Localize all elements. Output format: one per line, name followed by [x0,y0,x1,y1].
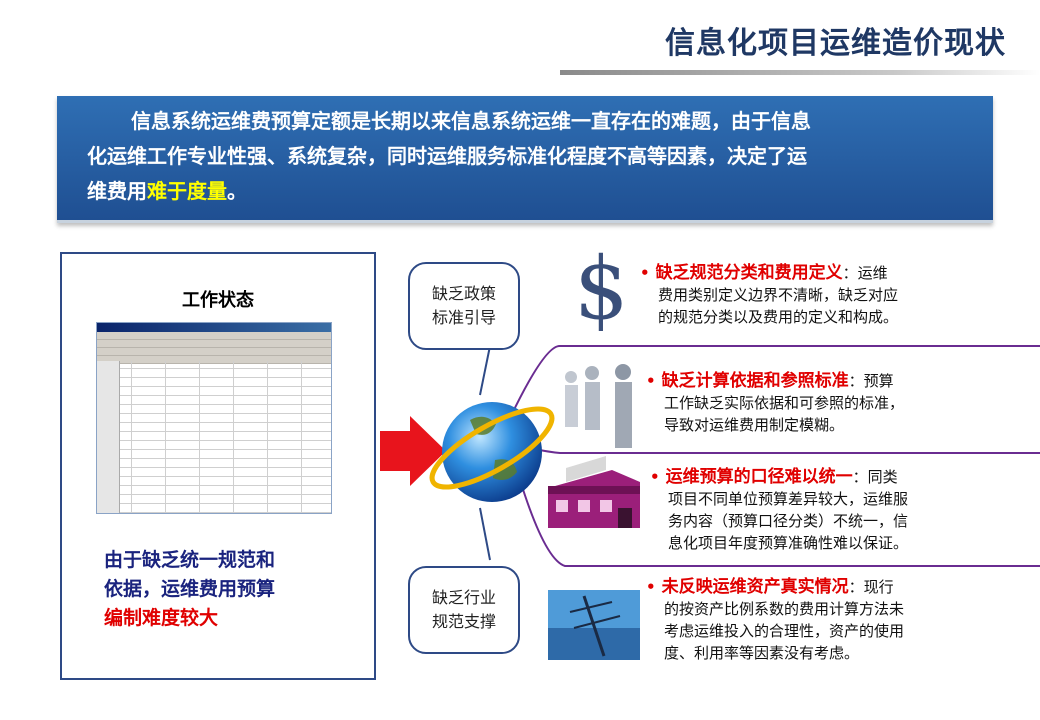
issue-2-line-2: 工作缺乏实际依据和可参照的标准， [664,394,905,412]
bullet: • [646,372,656,390]
spreadsheet-formatbar [97,348,331,356]
issue-1-line-3: 的规范分类以及费用的定义和构成。 [658,308,899,326]
dollar-icon: $ [574,239,629,339]
issue-3-line-4: 息化项目年度预算准确性难以保证。 [668,534,909,552]
bullet: • [650,468,660,486]
left-caption-line-2: 依据，运维费用预算 [104,578,276,600]
issue-4-line-2: 的按资产比例系数的费用计算方法未 [664,600,905,618]
work-status-panel: 工作状态 由于缺乏统一规范和 依据，运维费用预算 编制难度较大 [60,252,376,680]
issue-4-line-1: 现行 [863,578,894,596]
bubble-industry-line-2: 规范支撑 [431,612,496,631]
globe-icon [442,402,542,502]
spreadsheet-screenshot [96,322,332,514]
issue-3-line-2: 项目不同单位预算差异较大，运维服 [668,490,909,508]
issue-3-line-3: 务内容（预算口径分类）不统一，信 [668,512,909,530]
issue-3-heading: 运维预算的口径难以统一 [665,467,853,487]
issue-4-line-4: 度、利用率等因素没有考虑。 [664,644,860,662]
issue-4-sep: ： [848,578,864,596]
bubble-policy-line-1: 缺乏政策 [431,284,496,303]
issue-3-line-1: 同类 [867,468,898,486]
connector-line-1 [509,345,1040,419]
banner-line-3-prefix: 维费用 [87,179,147,203]
bubble-industry: 缺乏行业 规范支撑 [408,566,520,654]
issue-2-sep: ： [848,372,864,390]
issue-2-heading: 缺乏计算依据和参照标准 [661,371,849,391]
left-caption-line-3: 编制难度较大 [104,607,219,629]
bullet: • [640,264,650,282]
bubble-bottom-connector [479,507,491,561]
connector-line-3 [519,479,1040,567]
banner-line-2: 化运维工作专业性强、系统复杂，同时运维服务标准化程度不高等因素，决定了运 [87,144,807,168]
bubble-top-connector [479,345,491,396]
bubble-industry-line-1: 缺乏行业 [431,588,496,607]
spreadsheet-row-headers [97,361,120,513]
left-caption: 由于缺乏统一规范和 依据，运维费用预算 编制难度较大 [104,546,344,633]
bubble-policy: 缺乏政策 标准引导 [408,262,520,350]
issue-item-2: • 缺乏计算依据和参照标准：预算 工作缺乏实际依据和可参照的标准， 导致对运维费用… [646,370,946,436]
issue-1-heading: 缺乏规范分类和费用定义 [655,263,843,283]
issue-item-1: • 缺乏规范分类和费用定义：运维 费用类别定义边界不清晰，缺乏对应 的规范分类以及… [640,262,940,328]
issue-1-line-1: 运维 [857,264,888,282]
issue-4-line-3: 考虑运维投入的合理性，资产的使用 [664,622,905,640]
left-caption-line-1: 由于缺乏统一规范和 [104,549,276,571]
bubble-policy-line-2: 标准引导 [431,308,496,327]
page-title: 信息化项目运维造价现状 [665,26,1006,61]
connector-line-2 [529,447,1040,454]
spreadsheet-menubar [97,332,331,340]
issue-1-line-2: 费用类别定义边界不清晰，缺乏对应 [658,286,899,304]
issue-1-sep: ： [842,264,858,282]
banner-line-1: 信息系统运维费预算定额是长期以来信息系统运维一直存在的难题，由于信息 [131,109,811,133]
issue-item-4: • 未反映运维资产真实情况：现行 的按资产比例系数的费用计算方法未 考虑运维投入的… [646,576,946,664]
spreadsheet-toolbar [97,340,331,348]
power-tower-photo-icon [548,590,640,660]
summary-banner: 信息系统运维费预算定额是长期以来信息系统运维一直存在的难题，由于信息 化运维工作… [57,96,993,223]
spreadsheet-grid [97,361,331,513]
issue-3-sep: ： [852,468,868,486]
issue-item-3: • 运维预算的口径难以统一：同类 项目不同单位预算差异较大，运维服 务内容（预算口… [650,466,950,554]
shop-building-icon [548,456,640,528]
spreadsheet-titlebar [97,323,331,332]
arrow-right-icon [380,416,446,486]
title-underline [560,70,1040,75]
banner-highlight: 难于度量 [147,179,227,203]
people-icon [565,364,632,448]
issue-2-line-3: 导致对运维费用制定模糊。 [664,416,845,434]
issue-2-line-1: 预算 [863,372,894,390]
globe-orbit-ring [429,406,555,490]
bullet: • [646,578,656,596]
banner-line-3: 维费用难于度量。 [87,174,967,209]
issue-4-heading: 未反映运维资产真实情况 [661,577,849,597]
banner-line-3-suffix: 。 [227,179,247,203]
banner-text: 信息系统运维费预算定额是长期以来信息系统运维一直存在的难题，由于信息 化运维工作… [87,104,967,209]
work-status-label: 工作状态 [182,290,254,311]
